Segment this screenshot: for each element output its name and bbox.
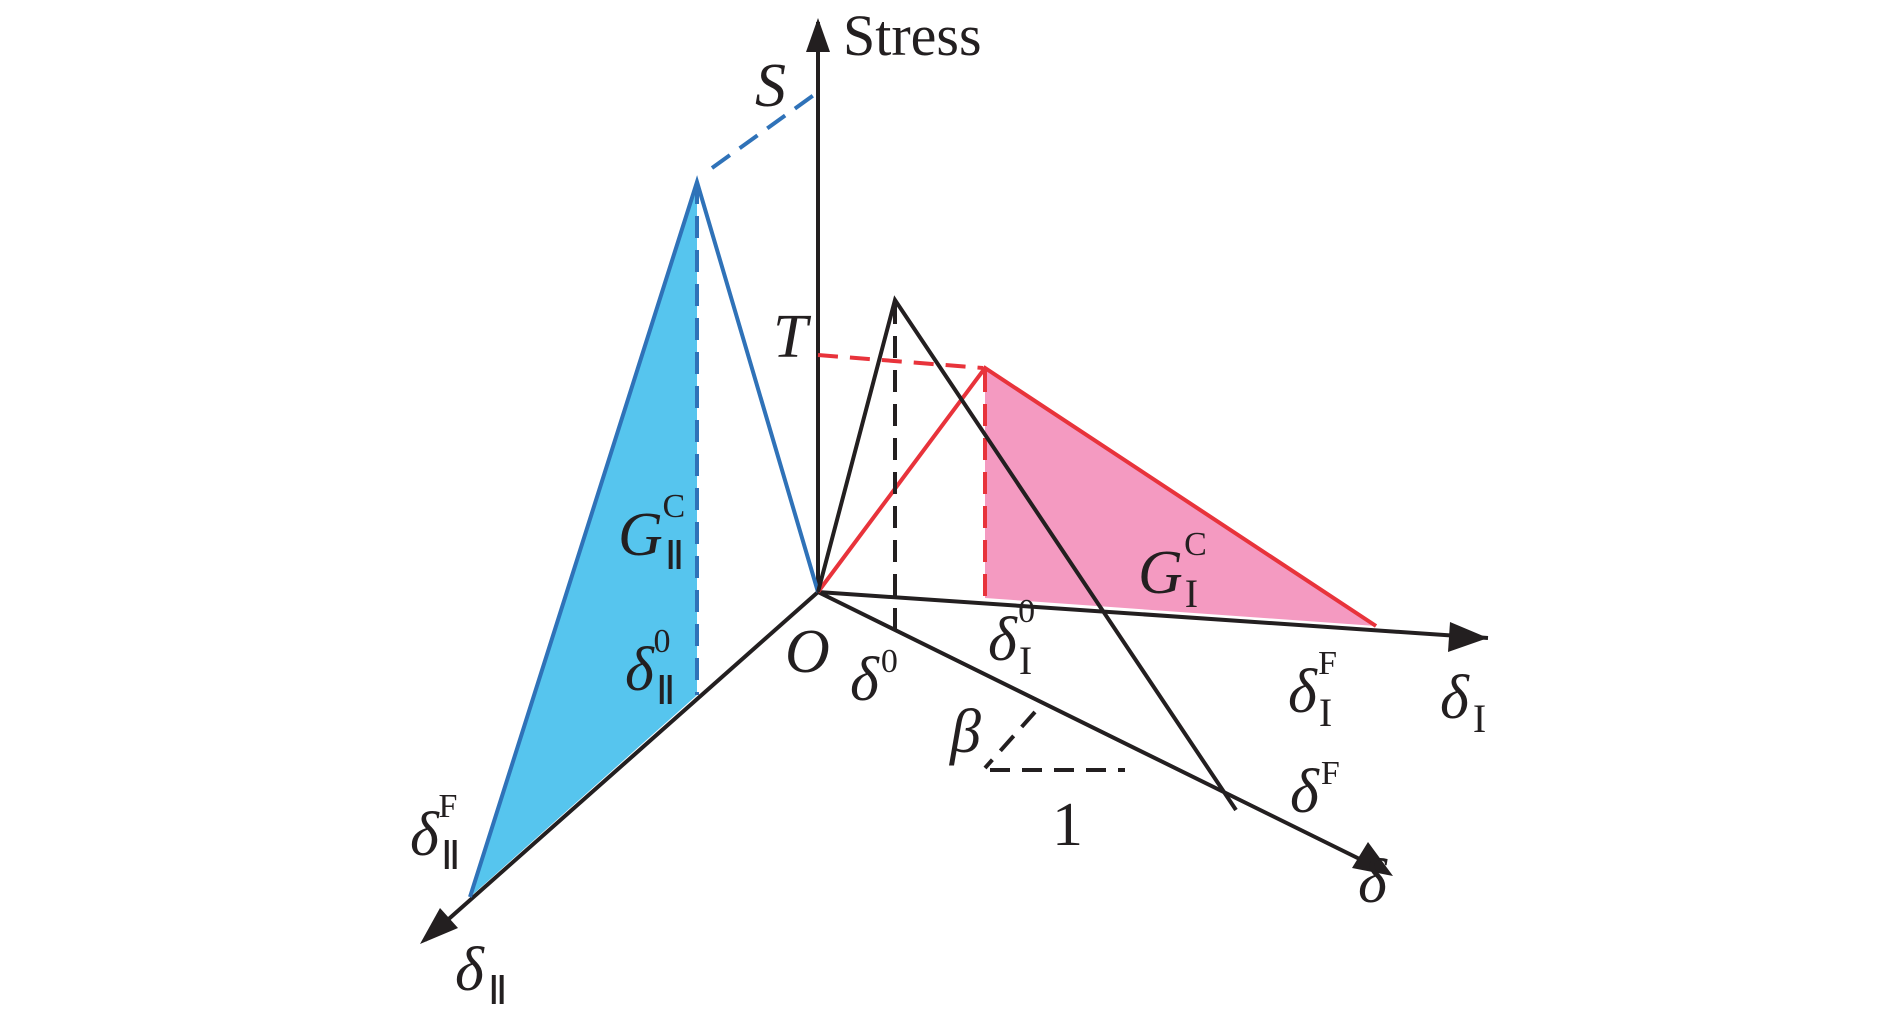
delta-ii-arrowhead <box>420 908 458 944</box>
g-ii-c-label: GⅡC <box>618 488 685 578</box>
delta-0-label: δ0 <box>850 643 898 714</box>
slope-indicator-diagonal <box>983 710 1037 770</box>
stress-axis-label: Stress <box>843 3 982 68</box>
g-i-c-label: GIC <box>1138 526 1207 616</box>
shear-strength-dashed <box>710 90 820 170</box>
delta-i-arrowhead <box>1448 622 1488 652</box>
delta-axis-label: δ <box>1358 848 1388 916</box>
delta-ii-0-label: δⅡ0 <box>625 623 676 713</box>
slope-run-label: 1 <box>1052 791 1083 859</box>
shear-strength-label: S <box>755 52 786 120</box>
delta-i-0-label: δI0 <box>988 593 1035 683</box>
normal-strength-dashed <box>817 353 984 370</box>
delta-i-f-label: δIF <box>1288 645 1337 735</box>
delta-i-axis <box>817 590 1489 640</box>
beta-angle-label: β <box>949 698 981 766</box>
origin-label: O <box>785 618 830 686</box>
delta-f-label: δF <box>1290 755 1340 826</box>
delta-ii-axis <box>423 590 820 942</box>
mode-i-traction-separation-curve <box>816 365 1378 628</box>
mixed-mode-traction-separation-curve <box>816 295 1238 812</box>
delta-ii-f-label: δⅡF <box>410 788 461 878</box>
delta-arrowhead <box>1352 842 1393 876</box>
stress-arrowhead <box>806 18 830 52</box>
delta-axis <box>817 590 1389 875</box>
normal-strength-label: T <box>773 303 812 371</box>
